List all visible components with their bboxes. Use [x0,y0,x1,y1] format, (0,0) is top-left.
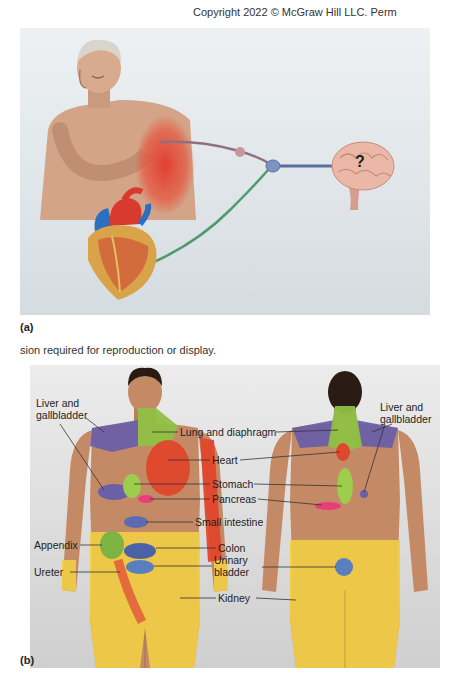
organ-label: Kidney [218,592,258,604]
organ-label: Urinary bladder [214,554,264,578]
organ-label: Colon [218,542,258,554]
question-mark: ? [355,153,375,171]
copyright-notice: sion required for reproduction or displa… [20,344,320,357]
panel-a-background [20,28,430,315]
panel-letter: (b) [20,654,50,667]
organ-label: Liver and gallbladder [380,401,440,425]
front-referred-zones [62,408,228,668]
organ-label: Lung and diaphragm [180,426,280,438]
copyright-notice: Copyright 2022 © McGraw Hill LLC. Perm [193,6,457,19]
organ-label: Liver and gallbladder [36,397,98,421]
leader-lines [60,418,392,600]
organ-label: Ureter [34,566,74,578]
organ-label: Stomach [212,478,262,490]
organ-label: Small intestine [195,516,285,528]
nerve-pathways [130,142,336,272]
organ-label: Heart [212,454,252,466]
organ-label: Pancreas [212,493,262,505]
heart-organ [88,190,156,300]
brain [332,142,394,210]
organ-label: Appendix [34,539,84,551]
panel-letter: (a) [20,321,50,334]
man-figure [40,40,196,220]
back-referred-zones [290,406,400,668]
panel-b-background [30,365,440,668]
